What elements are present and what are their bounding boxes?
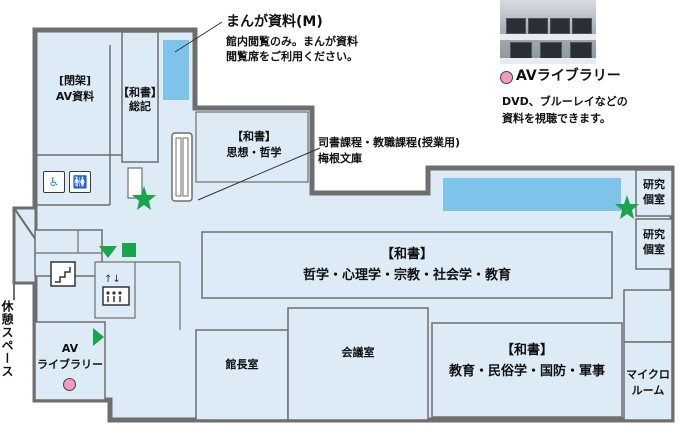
room-micro-line1: マイクロ — [626, 368, 670, 381]
special-callout-line2: 梅根文庫 — [318, 152, 362, 165]
room-av-library-line1: AV — [61, 342, 79, 355]
room-main-line2: 哲学・心理学・宗教・社会学・教育 — [302, 268, 511, 283]
av-callout-title: AVライブラリー — [516, 68, 621, 84]
marker-triangle-right — [93, 328, 104, 346]
marker-square — [122, 243, 136, 257]
av-library-icon — [500, 71, 513, 84]
room-research2-line2: 個室 — [643, 243, 665, 256]
room-main-line1: 【和書】 — [380, 247, 433, 262]
room-soki-line2: 総記 — [129, 100, 151, 113]
room-edu-line1: 【和書】 — [500, 343, 553, 358]
room-closed-av-line1: [閉架] — [58, 74, 92, 87]
marker-star-1 — [132, 186, 156, 210]
stairs-icon — [50, 261, 76, 287]
manga-callout-desc-2: 閲覧席をご利用ください。 — [226, 50, 358, 63]
rest-space-corridor — [12, 206, 38, 285]
svg-text:↑↓: ↑↓ — [104, 274, 121, 285]
room-micro-line2: ルーム — [631, 384, 665, 397]
soki-shelf — [121, 31, 159, 163]
restroom-icon: 🚻 — [69, 171, 91, 193]
right-shelf — [443, 178, 621, 211]
rest-space-label: 休憩スペース — [0, 300, 14, 378]
room-meeting: 会議室 — [341, 346, 375, 359]
main-book-area — [201, 231, 613, 299]
av-library-photo — [500, 0, 596, 64]
manga-shelf — [163, 40, 189, 100]
display-case — [171, 132, 193, 202]
manga-callout-desc-1: 館内閲覧のみ。まんが資料 — [226, 35, 358, 48]
manga-callout-title: まんが資料(M) — [226, 14, 323, 30]
av-callout-desc-2: 資料を視聴できます。 — [502, 112, 611, 125]
accessible-toilet-icon: ♿ — [43, 171, 65, 193]
room-research1-line2: 個室 — [643, 193, 665, 206]
av-callout-desc-1: DVD、ブルーレイなどの — [502, 95, 628, 108]
room-av-library-line2: ライブラリー — [37, 358, 103, 371]
room-closed-av-line2: AV資料 — [55, 90, 95, 103]
room-edu-line2: 教育・民俗学・国防・軍事 — [448, 364, 605, 379]
room-soki-line1: 【和書】 — [118, 86, 162, 99]
room-shiso-line1: 【和書】 — [232, 130, 276, 143]
marker-triangle-down — [99, 246, 117, 258]
room-director: 館長室 — [225, 358, 259, 371]
room-research2-line1: 研究 — [643, 228, 665, 241]
room-research1-line1: 研究 — [643, 178, 665, 191]
av-library-room-icon — [63, 378, 76, 391]
room-shiso-line2: 思想・哲学 — [226, 146, 282, 159]
special-callout-line1: 司書課程・教職課程(授業用) — [318, 136, 461, 149]
elevator-icon: ↑↓ — [102, 274, 130, 306]
marker-star-2 — [615, 195, 639, 219]
